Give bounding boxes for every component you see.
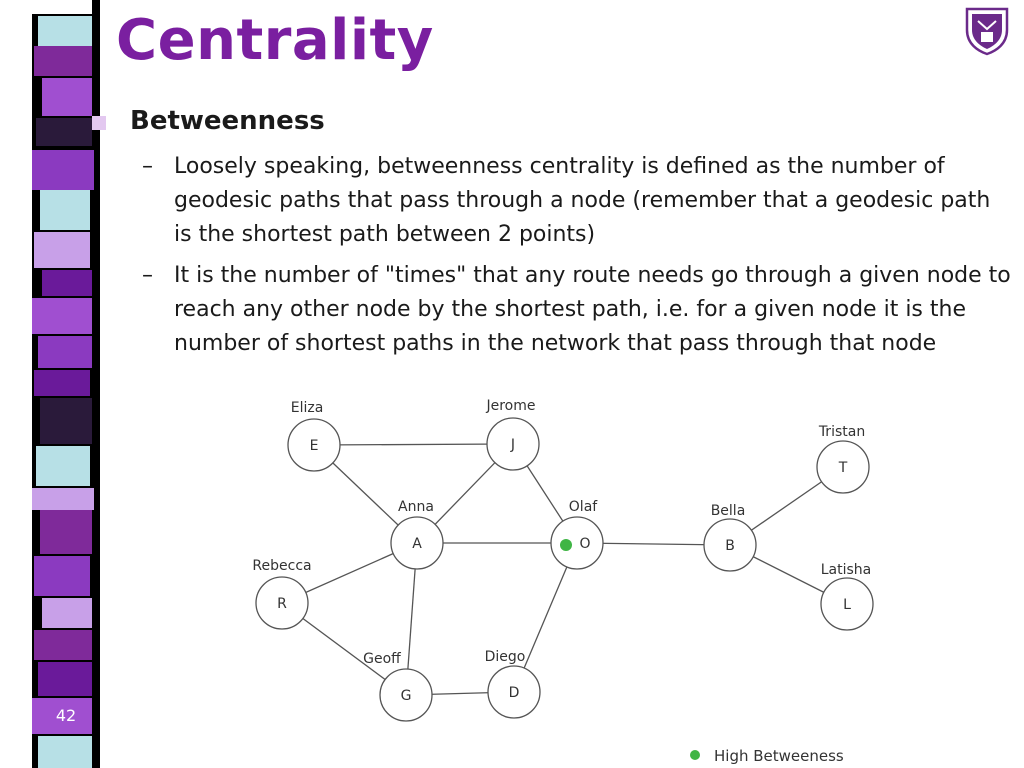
strip-block bbox=[38, 736, 92, 768]
node-circle bbox=[287, 418, 341, 472]
strip-block bbox=[36, 118, 92, 146]
sub-bullet: – Loosely speaking, betweenness centrali… bbox=[142, 150, 1012, 252]
node-id-label: D bbox=[509, 685, 520, 701]
graph-node-jerome: J Jerome bbox=[485, 398, 540, 471]
node-id-label: T bbox=[838, 460, 848, 476]
node-id-label: E bbox=[310, 438, 319, 454]
sub-bullet-text: It is the number of "times" that any rou… bbox=[174, 263, 1011, 356]
strip-block bbox=[34, 556, 90, 596]
graph-node-anna: A Anna bbox=[390, 499, 444, 570]
node-name-label: Jerome bbox=[485, 398, 535, 414]
strip-block bbox=[42, 598, 92, 628]
graph-node-latisha: L Latisha bbox=[820, 562, 874, 631]
node-circle bbox=[816, 440, 870, 494]
decorative-side-strip bbox=[32, 0, 100, 768]
node-name-label: Geoff bbox=[363, 651, 401, 667]
graph-node-rebecca: R Rebecca bbox=[252, 558, 312, 630]
strip-block bbox=[40, 510, 92, 554]
strip-block bbox=[38, 336, 92, 368]
graph-node-tristan: T Tristan bbox=[816, 424, 870, 494]
dash-marker: – bbox=[142, 263, 153, 288]
node-id-label: L bbox=[843, 597, 851, 613]
node-id-label: J bbox=[510, 437, 515, 453]
node-name-label: Bella bbox=[711, 503, 746, 519]
node-id-label: B bbox=[725, 538, 735, 554]
strip-block bbox=[36, 446, 90, 486]
strip-block bbox=[34, 46, 92, 76]
strip-block bbox=[32, 150, 94, 190]
bullet-heading: Betweenness bbox=[130, 106, 325, 136]
node-circle bbox=[486, 417, 540, 471]
strip-block bbox=[42, 78, 92, 116]
bullet-square-icon bbox=[92, 116, 106, 130]
node-id-label: G bbox=[401, 688, 412, 704]
graph-node-olaf: O Olaf bbox=[550, 499, 604, 570]
node-circle bbox=[255, 576, 309, 630]
strip-block bbox=[34, 630, 92, 660]
graph-edge-E-J bbox=[313, 443, 514, 446]
node-name-label: Latisha bbox=[821, 562, 872, 578]
strip-block bbox=[34, 370, 90, 396]
node-circle bbox=[703, 518, 757, 572]
node-id-label: O bbox=[579, 536, 590, 552]
sub-bullet: – It is the number of "times" that any r… bbox=[142, 259, 1012, 361]
graph-node-geoff: G Geoff bbox=[363, 651, 433, 722]
node-circle bbox=[390, 516, 444, 570]
strip-block bbox=[38, 16, 92, 46]
strip-block bbox=[42, 270, 92, 296]
node-name-label: Diego bbox=[485, 649, 526, 665]
node-id-label: R bbox=[277, 596, 287, 612]
node-circle bbox=[820, 577, 874, 631]
strip-block bbox=[40, 398, 92, 444]
strip-block bbox=[34, 232, 90, 268]
university-crest-icon bbox=[965, 7, 1009, 56]
graph-node-bella: B Bella bbox=[703, 503, 757, 572]
slide-title: Centrality bbox=[116, 8, 434, 73]
node-name-label: Olaf bbox=[569, 499, 598, 515]
legend-label: High Betweeness bbox=[714, 747, 844, 765]
node-name-label: Anna bbox=[398, 499, 434, 515]
node-circle bbox=[487, 665, 541, 719]
strip-block bbox=[40, 190, 90, 230]
node-id-label: A bbox=[412, 536, 422, 552]
graph-edge-D-O bbox=[513, 542, 578, 693]
graph-node-eliza: E Eliza bbox=[287, 400, 341, 472]
node-name-label: Tristan bbox=[818, 424, 865, 440]
strip-block bbox=[38, 662, 92, 696]
strip-block bbox=[32, 488, 94, 510]
node-circle bbox=[379, 668, 433, 722]
node-name-label: Rebecca bbox=[252, 558, 311, 574]
graph-node-diego: D Diego bbox=[485, 649, 541, 719]
strip-block bbox=[32, 0, 92, 14]
dash-marker: – bbox=[142, 154, 153, 179]
sub-bullet-text: Loosely speaking, betweenness centrality… bbox=[174, 154, 991, 247]
slide-number: 42 bbox=[55, 706, 77, 725]
strip-block bbox=[32, 698, 92, 734]
graph-legend: High Betweeness bbox=[690, 747, 844, 765]
high-betweenness-dot-icon bbox=[560, 539, 572, 551]
green-dot-icon bbox=[690, 750, 700, 760]
strip-block bbox=[32, 298, 92, 334]
node-circle bbox=[550, 516, 604, 570]
node-name-label: Eliza bbox=[291, 400, 324, 416]
